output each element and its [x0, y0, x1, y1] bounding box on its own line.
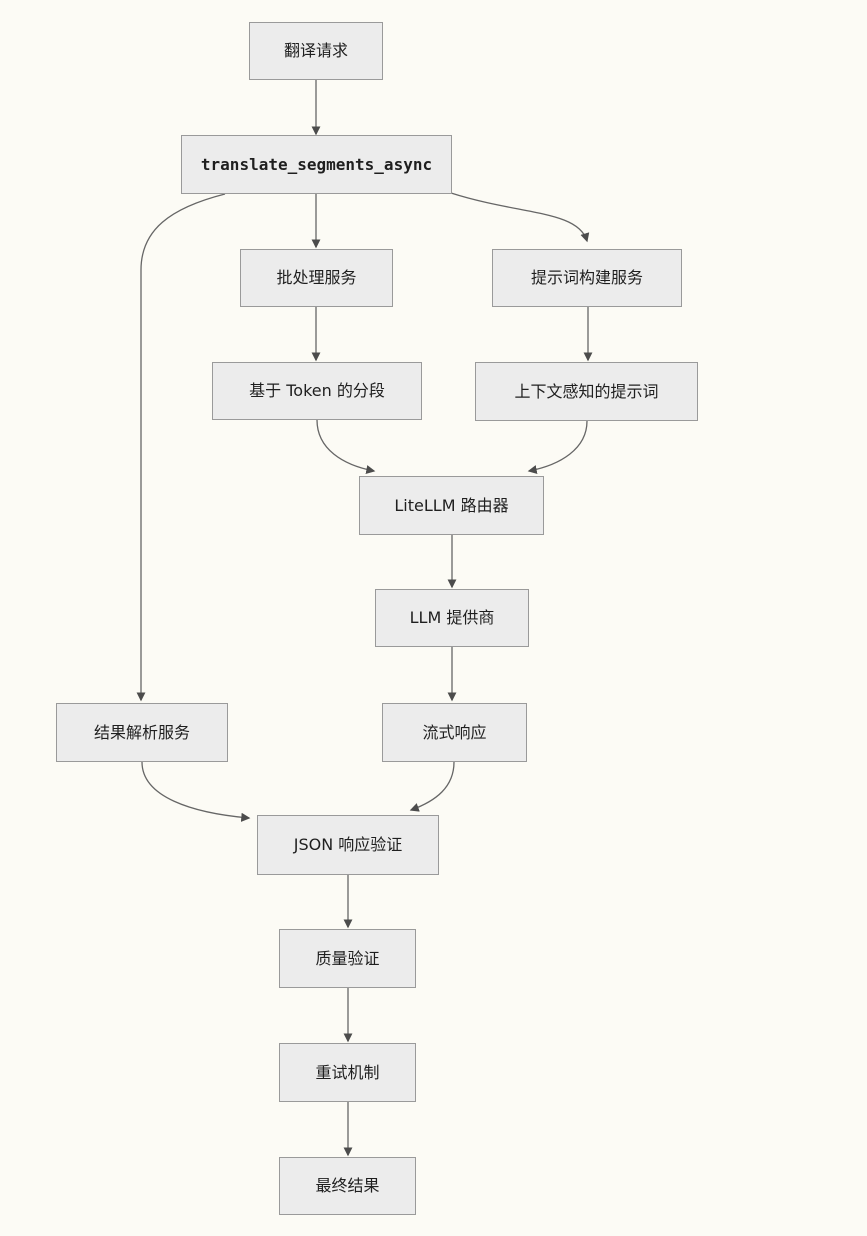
edge-token-segmentation-to-litellm-router — [316, 419, 376, 474]
node-retry-mechanism: 重试机制 — [279, 1043, 416, 1102]
node-final-result: 最终结果 — [279, 1157, 416, 1215]
node-label: 质量验证 — [315, 948, 380, 968]
node-translate-segments-async: translate_segments_async — [181, 135, 452, 194]
node-label: JSON 响应验证 — [293, 835, 403, 855]
node-label: 结果解析服务 — [93, 722, 190, 742]
node-litellm-router: LiteLLM 路由器 — [359, 476, 544, 535]
node-label: LLM 提供商 — [409, 608, 495, 628]
node-llm-provider: LLM 提供商 — [375, 589, 529, 647]
node-translation-request: 翻译请求 — [249, 22, 383, 80]
edge-result-parser-service-to-json-response-validation — [141, 761, 251, 822]
edge-streaming-response-to-json-response-validation — [409, 761, 455, 812]
node-label: 基于 Token 的分段 — [249, 381, 385, 401]
edge-context-aware-prompt-to-litellm-router — [527, 420, 588, 474]
node-label: 批处理服务 — [276, 268, 357, 288]
node-label: 最终结果 — [315, 1176, 380, 1196]
node-label: 重试机制 — [315, 1062, 380, 1082]
node-quality-validation: 质量验证 — [279, 929, 416, 988]
node-label: 流式响应 — [422, 722, 487, 742]
node-label: 翻译请求 — [283, 41, 348, 61]
node-json-response-validation: JSON 响应验证 — [257, 815, 439, 875]
node-result-parser-service: 结果解析服务 — [56, 703, 228, 762]
node-label: 上下文感知的提示词 — [514, 381, 659, 401]
edge-translate-segments-async-to-prompt-builder-service — [450, 192, 590, 243]
edge-translate-segments-async-to-result-parser-service — [136, 193, 226, 702]
node-label: LiteLLM 路由器 — [394, 495, 509, 515]
node-batch-service: 批处理服务 — [240, 249, 393, 307]
node-label: translate_segments_async — [200, 154, 433, 174]
node-streaming-response: 流式响应 — [382, 703, 527, 762]
node-token-segmentation: 基于 Token 的分段 — [212, 362, 422, 420]
node-label: 提示词构建服务 — [530, 268, 643, 288]
node-prompt-builder-service: 提示词构建服务 — [492, 249, 682, 307]
node-context-aware-prompt: 上下文感知的提示词 — [475, 362, 698, 421]
